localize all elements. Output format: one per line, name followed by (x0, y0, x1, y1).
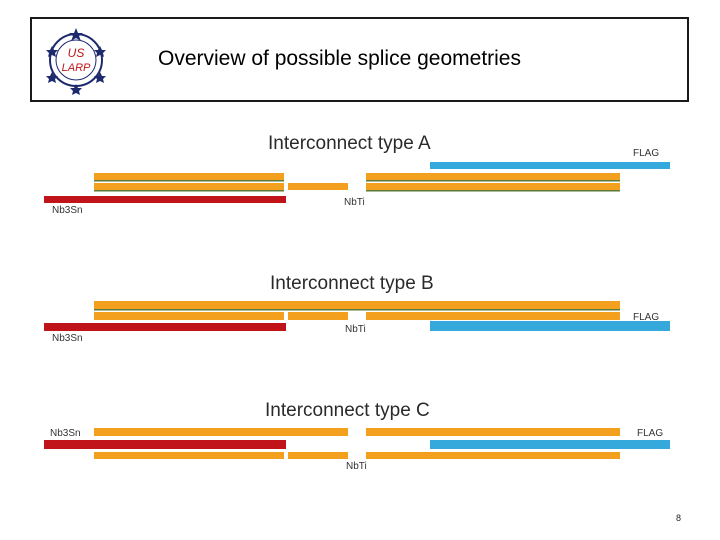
header-box: US LARP Overview of possible splice geom… (30, 17, 689, 102)
diagram-a-flag-label: FLAG (633, 148, 660, 159)
strand-group-b (94, 301, 620, 320)
logo-larp-text: LARP (62, 62, 91, 74)
diagram-c-nbsn-label: Nb3Sn (50, 428, 81, 439)
nbsn-strip (44, 323, 286, 331)
diagram-c-nbti-label: NbTi (346, 461, 367, 472)
flag-strip (430, 162, 670, 169)
diagram-c-flag-label: FLAG (637, 428, 664, 439)
us-larp-logo: US LARP (46, 28, 106, 95)
diagram-a-nbti-label: NbTi (344, 197, 365, 208)
diagram-a-title: Interconnect type A (268, 133, 431, 154)
logo-us-text: US (68, 46, 85, 60)
strand-group-a (94, 173, 620, 192)
flag-strip (430, 440, 670, 449)
nbsn-strip (44, 196, 286, 203)
diagram-b-title: Interconnect type B (270, 273, 434, 294)
diagram-c-title: Interconnect type C (265, 400, 430, 421)
page-number: 8 (676, 513, 682, 523)
diagram-b-nbti-label: NbTi (345, 324, 366, 335)
diagram-b-nbsn-label: Nb3Sn (52, 333, 83, 344)
diagram-a-nbsn-label: Nb3Sn (52, 205, 83, 216)
diagram-b-flag-label: FLAG (633, 312, 660, 323)
nbsn-strip (44, 440, 286, 449)
slide-title: Overview of possible splice geometries (158, 47, 521, 70)
strand-group-c (94, 428, 620, 459)
